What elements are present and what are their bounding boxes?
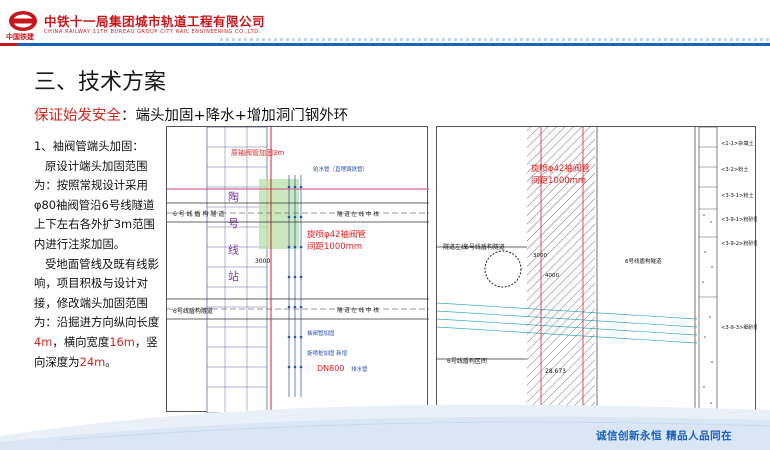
soil-layer-2: <3-2>粉土 (721, 165, 749, 173)
soil-column (698, 126, 718, 414)
label-grout: 袖阀管加固 (307, 329, 335, 337)
label-tunnel-1: 6 号 线 盾 构 隧 道 (173, 210, 224, 218)
slide-subtitle: 保证始发安全：端头加固+降水+增加洞门钢外环 (34, 104, 348, 125)
label-dim-b: 3000 (533, 253, 547, 259)
label-tunnel-b: 6号线盾构隧道 (465, 243, 505, 251)
soil-layer-6: <3-9-3>细砂层 (721, 323, 757, 331)
value-length: 4m (34, 334, 53, 349)
drawing-section-view: 旋喷φ42袖阀管 间距1000mm 隧道左线 6号线盾构隧道 6号线盾构隧道 6… (436, 126, 759, 414)
label-elevation: 28.673 (545, 368, 566, 375)
label-pile-b: 旋喷φ42袖阀管 (531, 163, 590, 174)
tunnel-lines (167, 202, 429, 320)
soil-layer-1: <1-1>杂填土 (721, 139, 754, 147)
drawing-plan-view: 原袖阀管加固3m 给水管（直埋铸铁管） 6 号 线 盾 构 隧 道 6号线盾构隧… (166, 126, 429, 414)
original-grout-zone (259, 179, 299, 249)
label-water-pipe: 给水管（直埋铸铁管） (313, 165, 368, 173)
footer-slogan: 诚信创新永恒 精品人品同在 (596, 430, 733, 442)
label-base: 6号线盾构区间 (447, 357, 487, 365)
retaining-wall (527, 127, 595, 413)
pile-grid (288, 175, 302, 397)
footer-wave (0, 404, 770, 450)
crcc-logo (9, 11, 37, 31)
soil-layer-4: <3-9-1>粉砂层 (721, 215, 757, 223)
station-wall (206, 126, 268, 414)
label-axis-1: 隧 道 左 线 中 线 (337, 210, 379, 218)
subtitle-highlight: 保证始发安全 (34, 108, 121, 124)
label-dimension: 3000 (255, 258, 270, 265)
tunnel-section (484, 250, 522, 288)
value-depth: 24m (79, 354, 106, 369)
label-dn800: DN800 (317, 364, 344, 373)
grout-lines (436, 302, 698, 344)
company-name: 中铁十一局集团城市轨道工程有限公司 (44, 14, 266, 29)
paragraph-modified: 受地面管线及既有线影响，项目积极与设计对接，修改端头加固范围为：沿掘进方向纵向长… (34, 256, 160, 369)
header-rule (0, 43, 770, 46)
value-width: 16m (109, 334, 135, 349)
label-pile-spacing-b: 间距1000mm (531, 176, 586, 186)
header: 中国铁建 中铁十一局集团城市轨道工程有限公司 CHINA RAILWAY 11T… (0, 0, 770, 46)
page-title: 三、技术方案 (34, 70, 167, 95)
label-pile-spacing: 间距1000mm (307, 242, 362, 252)
label-original-grout: 原袖阀管加固3m (231, 148, 284, 157)
label-left-line: 隧道左线 (443, 243, 467, 251)
label-station: 陶 号 线 站 (227, 190, 240, 288)
section-heading: 1、袖阀管端头加固： (34, 139, 144, 153)
body-text: 1、袖阀管端头加固： 原设计端头加固范围为：按照常规设计采用φ80袖阀管沿6号线… (34, 137, 162, 372)
paragraph-original: 原设计端头加固范围为：按照常规设计采用φ80袖阀管沿6号线隧道上下左右各外扩3m… (34, 158, 155, 251)
label-drain-pipe: 排水管 (351, 365, 368, 373)
label-tunnel-2: 6号线盾构隧道 (173, 307, 213, 315)
label-tunnel-b2: 6号线盾构隧道 (625, 257, 662, 265)
company-name-en: CHINA RAILWAY 11TH BUREAU GROUP CITY RAI… (44, 29, 261, 35)
label-jet-grout: 旋喷桩加固 新增 (307, 349, 347, 357)
logo-subtitle: 中国铁建 (6, 33, 34, 41)
header-dot-pattern (220, 38, 770, 41)
soil-layer-3: <3-3-1>粉土 (721, 191, 754, 199)
subtitle-text: ：端头加固+降水+增加洞门钢外环 (121, 108, 349, 124)
label-axis-2: 隧 道 左 线 中 线 (337, 306, 379, 314)
label-dim-b2: 4000 (545, 273, 559, 279)
label-pile: 旋喷φ42袖阀管 (307, 229, 366, 240)
soil-layer-5: <3-9-2>粉砂层 (721, 239, 757, 247)
